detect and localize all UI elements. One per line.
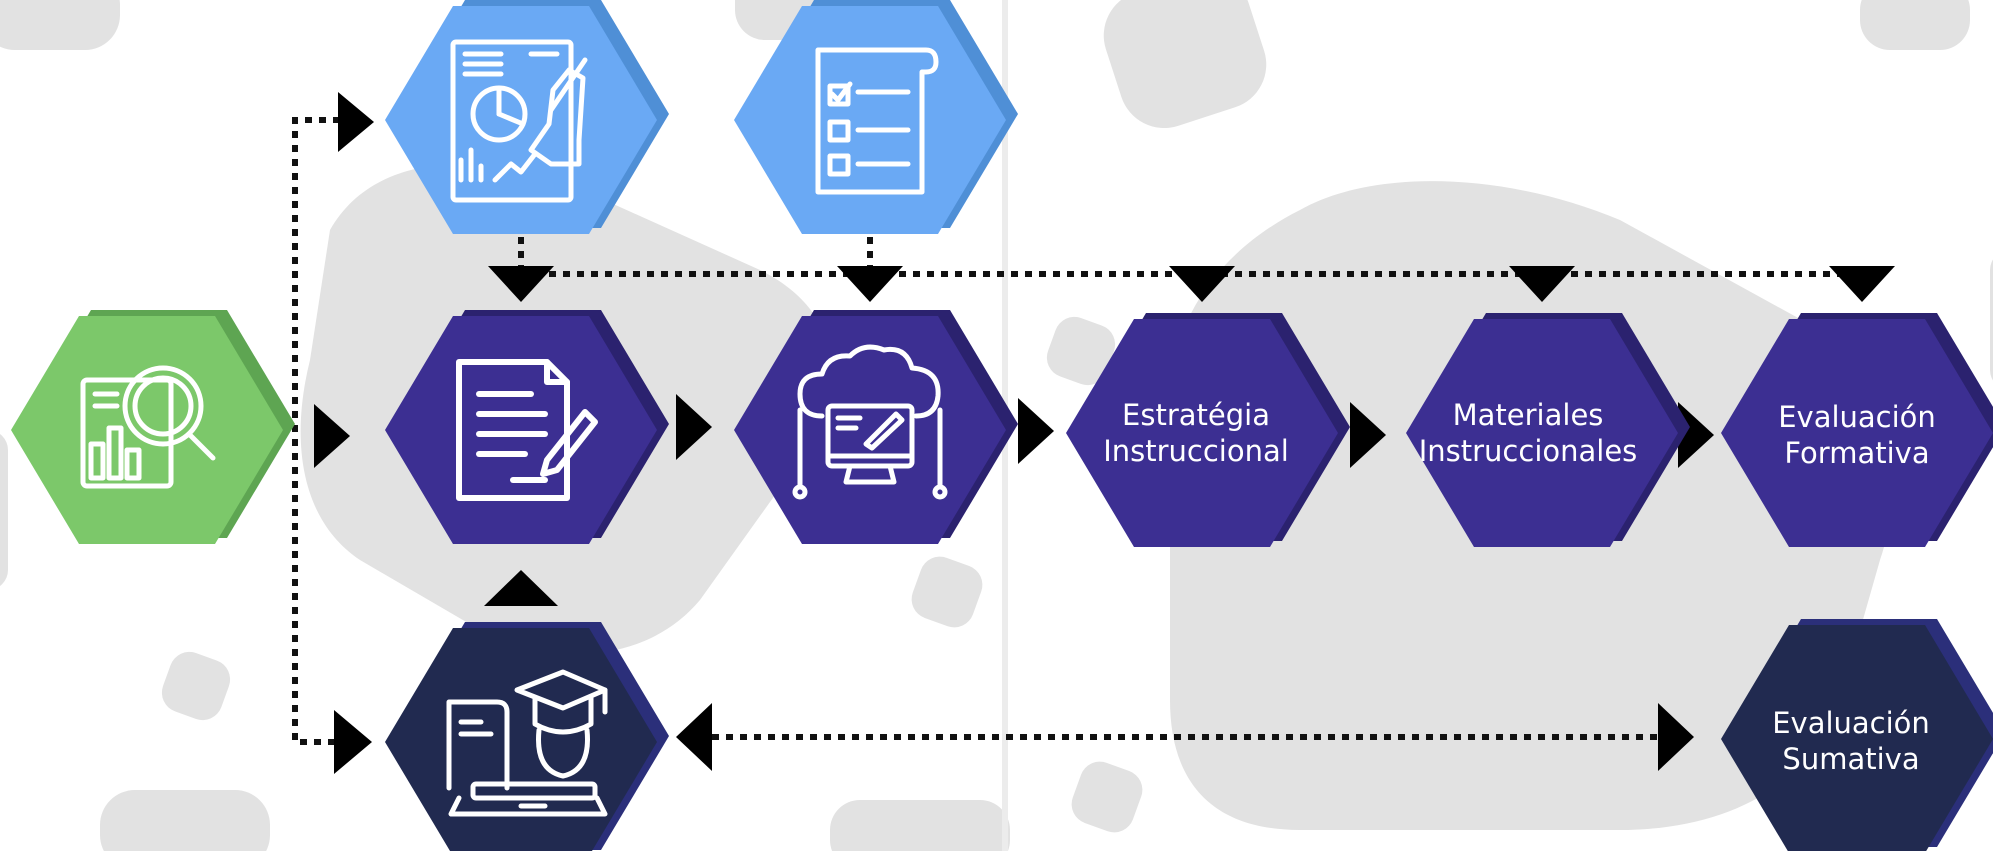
- hex-node-estrategia: Estratégia Instruccional: [1066, 313, 1350, 547]
- hex-node-learner: [385, 622, 669, 851]
- background-blob: [1046, 316, 1116, 386]
- background-blob: [830, 800, 1010, 851]
- arrow-right-icon: [1350, 402, 1386, 468]
- graduate-laptop-icon: [446, 669, 608, 817]
- arrow-right-icon: [334, 710, 372, 774]
- hex-node-checklist: [734, 0, 1018, 234]
- background-blob: [1103, 0, 1267, 129]
- connector-left-vertical: [292, 117, 340, 745]
- hex-node-formativa: Evaluación Formativa: [1721, 313, 1993, 547]
- arrow-down-icon: [1509, 266, 1575, 302]
- arrow-down-icon: [1169, 266, 1235, 302]
- hex-node-materiales: Materiales Instruccionales: [1406, 313, 1690, 547]
- hex-node-sumativa: Evaluación Sumativa: [1721, 619, 1993, 851]
- arrow-right-icon: [314, 404, 350, 468]
- background-blob: [1860, 0, 1970, 50]
- formativa-line2: Formativa: [1784, 436, 1929, 470]
- arrow-up-icon: [484, 570, 558, 606]
- arrowheads: [314, 92, 1895, 774]
- sumativa-line1: Evaluación: [1772, 706, 1930, 740]
- background-blob: [1071, 761, 1143, 833]
- estrategia-line2: Instruccional: [1103, 434, 1289, 468]
- connectors: [292, 117, 1864, 745]
- arrow-right-icon: [338, 92, 374, 152]
- arrow-down-icon: [488, 266, 554, 302]
- arrow-down-icon: [1829, 266, 1895, 302]
- arrow-right-icon: [1678, 402, 1714, 468]
- hex-node-analysis: [11, 310, 295, 544]
- sumativa-line2: Sumativa: [1782, 742, 1919, 776]
- arrow-right-icon: [676, 394, 712, 460]
- data-analysis-hand-icon: [450, 39, 588, 203]
- arrow-left-icon: [676, 703, 712, 771]
- arrow-down-icon: [837, 266, 903, 302]
- materiales-line2: Instruccionales: [1419, 434, 1638, 468]
- materiales-line1: Materiales: [1453, 398, 1604, 432]
- background-blob: [911, 556, 983, 628]
- cloud-computer-icon: [792, 344, 948, 500]
- analytics-magnifier-icon: [80, 365, 216, 489]
- hex-node-cloud-development: [734, 310, 1018, 544]
- document-pen-icon: [456, 359, 598, 501]
- checklist-icon: [815, 47, 939, 195]
- background-blob: [100, 790, 270, 851]
- arrow-right-icon: [1658, 703, 1694, 771]
- background-blob: [0, 0, 120, 50]
- background-blob: [161, 651, 231, 721]
- background-blob: [1990, 259, 1993, 381]
- arrow-right-icon: [1018, 398, 1054, 464]
- estrategia-line1: Estratégia: [1122, 398, 1270, 432]
- hex-node-design-document: [385, 310, 669, 544]
- formativa-line1: Evaluación: [1778, 400, 1936, 434]
- background-blob: [0, 434, 8, 586]
- hex-node-data-review: [385, 0, 669, 234]
